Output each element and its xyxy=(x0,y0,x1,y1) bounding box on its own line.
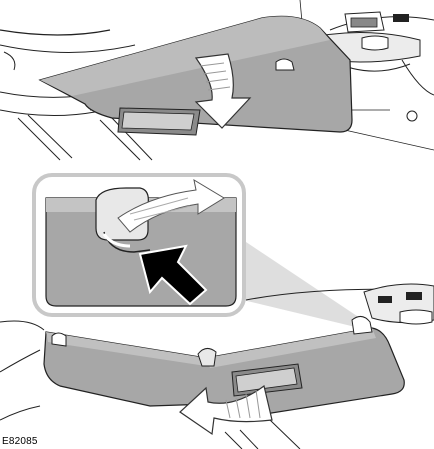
clip-detail-inset xyxy=(32,173,246,317)
curved-arrow-side-icon xyxy=(179,384,273,436)
release-arrow-icon xyxy=(117,178,225,233)
press-arrow-icon xyxy=(138,244,208,306)
sun-visor-side xyxy=(43,316,405,419)
overhead-console-lower xyxy=(363,283,434,325)
callout-beam xyxy=(243,240,368,330)
curved-arrow-down-icon xyxy=(194,53,252,129)
sun-visor-lowered xyxy=(38,15,353,136)
bottom-scene xyxy=(0,283,434,449)
figure-code: E82085 xyxy=(2,436,38,447)
top-scene xyxy=(0,0,434,161)
